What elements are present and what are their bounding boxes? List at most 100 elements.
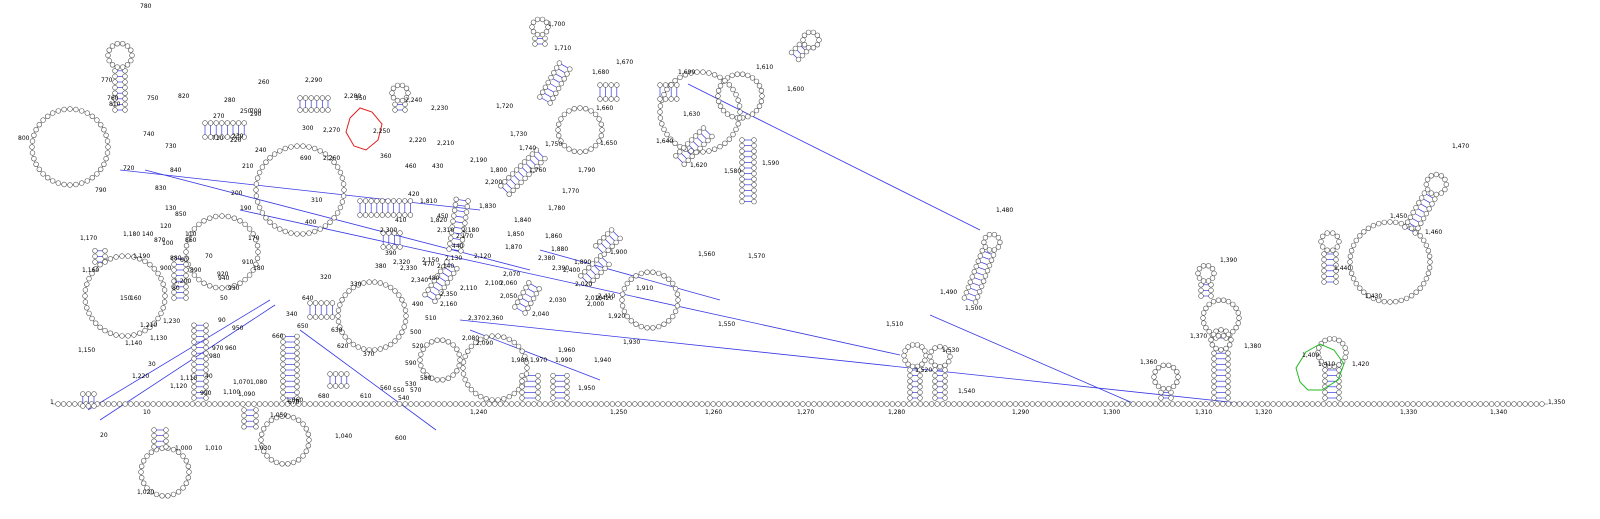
loop-760-nucleotide [317, 148, 323, 154]
stem-2420-nucleotide [680, 145, 687, 151]
stem-1300-nucleotide [523, 284, 529, 291]
position-label: 380 [375, 263, 387, 270]
stem-2420-nucleotide [697, 145, 703, 152]
loop-2820-inner-nucleotide [1206, 328, 1212, 335]
loop-2960-nucleotide [1350, 242, 1357, 249]
stem-1000-nucleotide [459, 237, 466, 243]
hairpin-3010-nucleotide [1415, 225, 1421, 231]
loop-820-nucleotide [40, 117, 46, 123]
loop-410-nucleotide [142, 258, 148, 265]
loop-1880-nucleotide [258, 437, 264, 443]
loop-2450-nucleotide [667, 136, 674, 142]
stem-40-nucleotide [191, 350, 197, 356]
stem-600-nucleotide [386, 244, 392, 250]
stem-1190-nucleotide [519, 389, 525, 396]
loop-1130-nucleotide [445, 339, 451, 345]
loop-2450-nucleotide [682, 72, 689, 78]
position-label: 1,130 [150, 335, 167, 342]
stem-1390-nucleotide [163, 438, 169, 444]
position-label: 2,310 [437, 227, 454, 234]
hairpin-2010-loop-nucleotide [914, 342, 921, 348]
hairpin-2720-loop-nucleotide [986, 247, 993, 253]
stem-880-nucleotide [280, 367, 286, 373]
strand-nucleotide [721, 401, 728, 407]
strand-nucleotide [548, 401, 554, 407]
strand-nucleotide [626, 401, 632, 407]
hairpin-3010-loop-nucleotide [1428, 190, 1435, 196]
loop-1390-nucleotide [141, 458, 147, 464]
loop-2500-nucleotide [715, 98, 722, 105]
stem-880-nucleotide [294, 378, 300, 384]
strand-nucleotide [542, 401, 548, 407]
loop-1640-nucleotide [621, 285, 628, 292]
position-label: 2,300 [380, 227, 397, 234]
position-label: 420 [408, 191, 420, 198]
strand-nucleotide [335, 401, 341, 407]
loop-320-nucleotide [401, 324, 407, 330]
loop-1640-nucleotide [619, 291, 626, 297]
hairpin-2900-nucleotide [1322, 389, 1328, 396]
hairpin-2720-nucleotide [988, 257, 995, 263]
stem-2600-nucleotide [608, 96, 614, 102]
hairpin-2820-nucleotide [1225, 378, 1231, 384]
loop-1880-nucleotide [303, 448, 309, 454]
loop-410-nucleotide [107, 256, 114, 262]
hairpin-2730-loop-nucleotide [1165, 386, 1172, 392]
strand-nucleotide [878, 401, 884, 407]
position-label: 90 [218, 317, 226, 324]
loop-410-nucleotide [97, 262, 103, 268]
stem-2600-nucleotide [614, 82, 620, 88]
pseudoknot-link [144, 169, 531, 271]
loop-820-nucleotide [101, 161, 107, 168]
loop-1880-nucleotide [273, 459, 280, 466]
hairpin-700-nucleotide [112, 84, 118, 91]
stem-1870-nucleotide [241, 412, 247, 419]
hairpin-2010-loop-nucleotide [905, 361, 911, 367]
loop-820-nucleotide [31, 132, 37, 139]
hairpin-2720-loop-nucleotide [981, 239, 987, 246]
strand-nucleotide [984, 401, 991, 407]
hairpin-2720-nucleotide [984, 268, 991, 274]
stem-2650-nucleotide [674, 96, 680, 102]
loop-2450-nucleotide [657, 109, 663, 115]
hairpin-2270-nucleotide [392, 107, 398, 113]
stem-2500-nucleotide [739, 198, 745, 205]
strand-nucleotide [1466, 401, 1472, 407]
loop-320-nucleotide [361, 346, 367, 352]
position-label: 1,220 [132, 373, 149, 380]
stem-2160-nucleotide [526, 171, 532, 178]
hairpin-2060-loop-nucleotide [942, 362, 948, 368]
position-label: 1,140 [125, 340, 142, 347]
hairpin-700-nucleotide [112, 101, 118, 108]
pseudoknot-link [99, 304, 276, 421]
loop-2820-inner-nucleotide [1230, 328, 1236, 335]
hairpin-2720-nucleotide [986, 262, 993, 269]
hairpin-2270-loop-nucleotide [390, 85, 397, 92]
loop-1390-nucleotide [180, 453, 186, 459]
stem-130-nucleotide [171, 267, 177, 273]
strand-nucleotide [1136, 401, 1142, 407]
hairpin-2720-nucleotide [990, 252, 997, 258]
stem-1100-nucleotide [434, 273, 441, 279]
hairpin-2720-loop-nucleotide [982, 244, 989, 250]
position-label: 2,400 [563, 267, 580, 274]
position-label: 630 [331, 327, 343, 334]
hairpin-700-nucleotide [122, 96, 128, 102]
loop-760-nucleotide [277, 148, 283, 154]
loop-1880-nucleotide [268, 457, 275, 463]
stem-130-nucleotide [171, 278, 177, 284]
pseudoknot-link [87, 299, 271, 411]
strand-nucleotide [1488, 401, 1495, 407]
position-label: 810 [109, 101, 121, 108]
hairpin-2240-loop-nucleotide [543, 29, 550, 35]
strand-nucleotide [1332, 401, 1338, 407]
stem-40-nucleotide [203, 389, 209, 396]
loop-2960-nucleotide [1425, 248, 1432, 254]
hairpin-2010-nucleotide [917, 389, 923, 396]
strand-nucleotide [867, 401, 873, 407]
stem-880-nucleotide [294, 350, 300, 356]
stem-240-nucleotide [241, 120, 247, 126]
hairpin-2840-nucleotide [1198, 282, 1204, 288]
strand-nucleotide [1124, 401, 1131, 407]
loop-1390-nucleotide [183, 458, 190, 464]
